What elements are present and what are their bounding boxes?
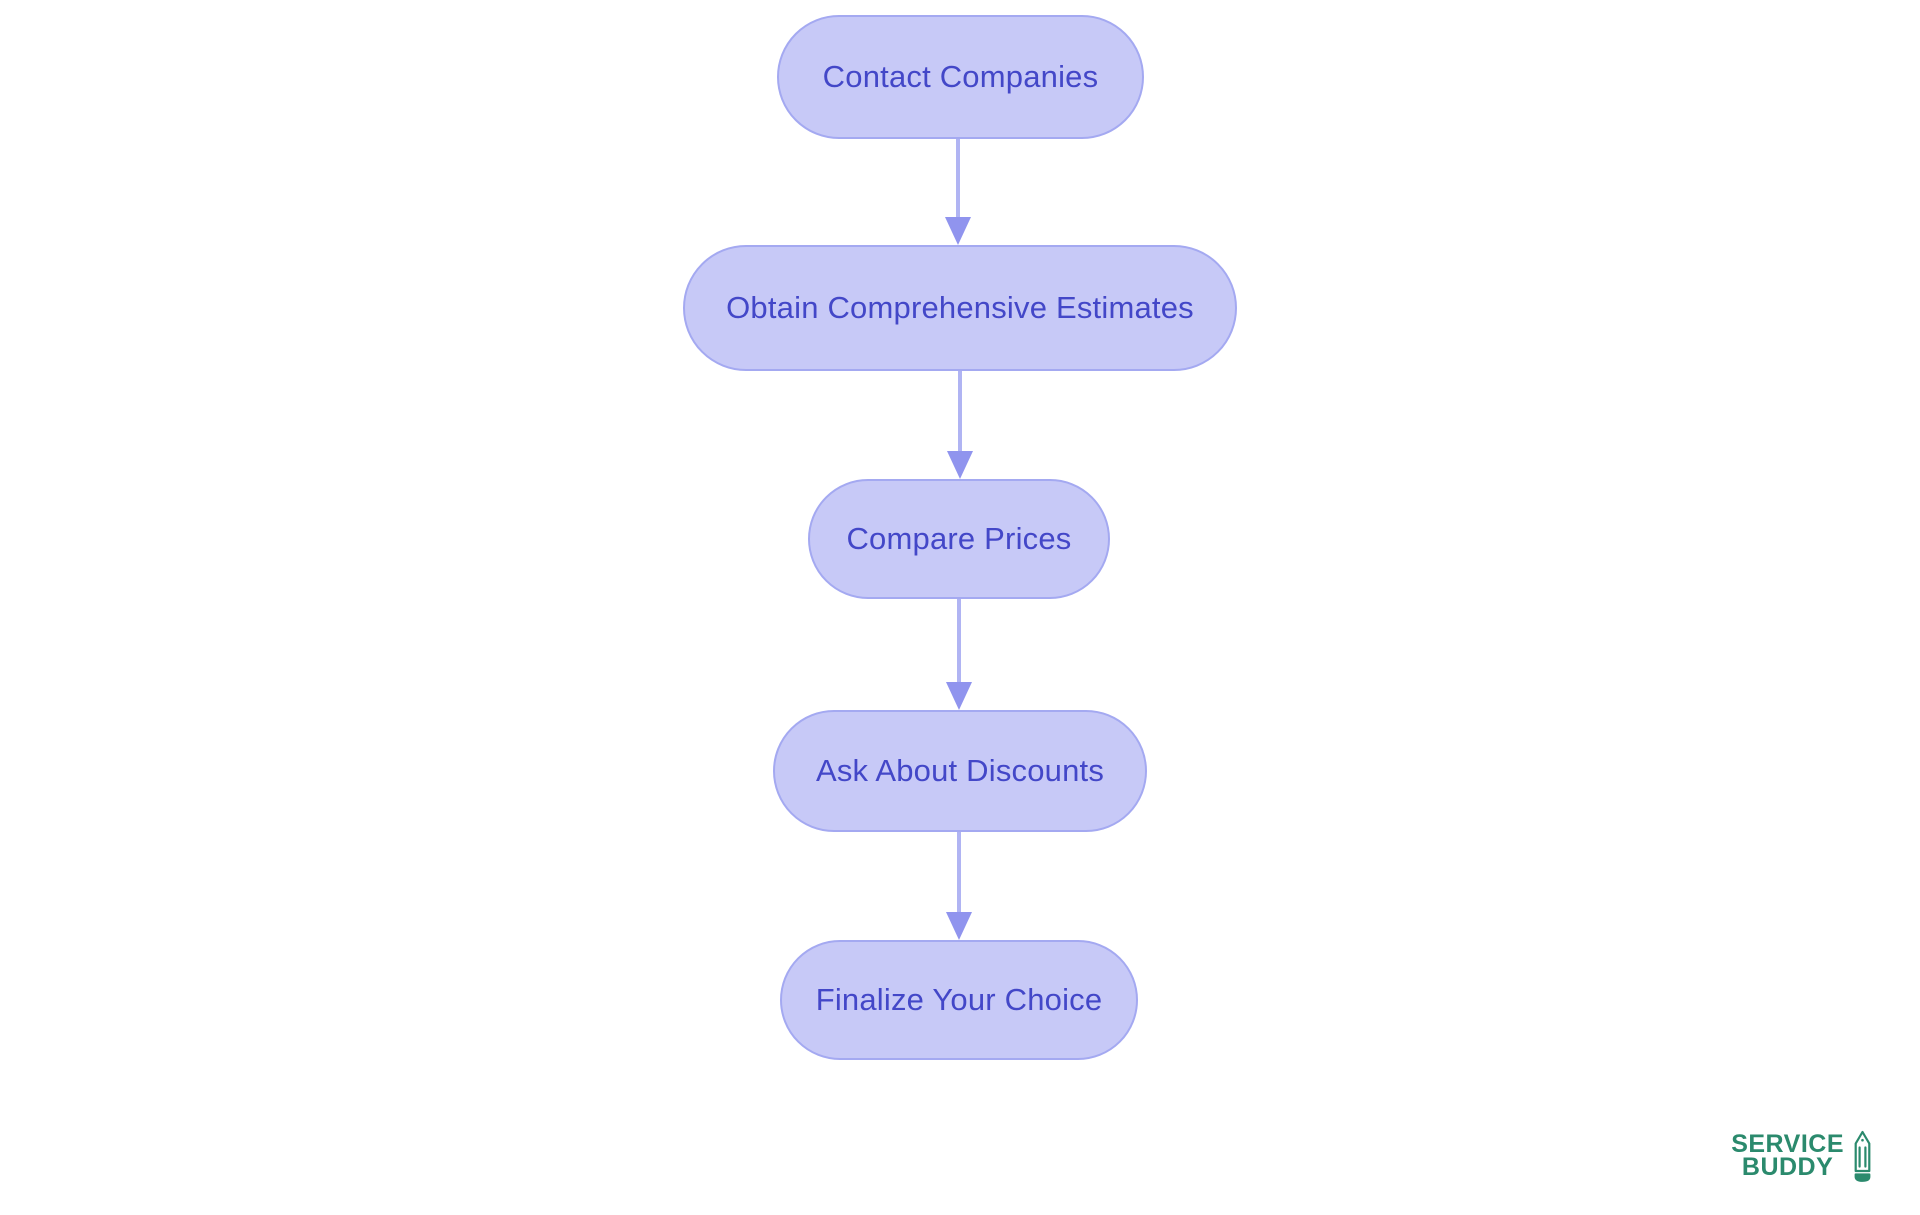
flow-node-finalize-your-choice: Finalize Your Choice (780, 940, 1138, 1060)
arrow-down-icon (946, 682, 972, 710)
flow-node-label: Finalize Your Choice (815, 982, 1103, 1017)
flow-arrow-2 (947, 371, 973, 479)
flow-arrow-3 (946, 599, 972, 710)
service-buddy-logo: SERVICE BUDDY (1731, 1130, 1872, 1182)
flow-node-label: Ask About Discounts (815, 753, 1105, 788)
arrow-down-icon (946, 912, 972, 940)
flow-node-obtain-comprehensive-estimates: Obtain Comprehensive Estimates (683, 245, 1237, 371)
flow-arrow-4 (946, 832, 972, 940)
flow-node-compare-prices: Compare Prices (808, 479, 1110, 599)
logo-line-buddy: BUDDY (1741, 1153, 1834, 1181)
flow-node-label: Compare Prices (846, 521, 1072, 556)
logo-wordmark: SERVICE BUDDY (1731, 1130, 1844, 1181)
pencil-icon (1854, 1130, 1871, 1182)
arrow-line (958, 371, 962, 451)
arrow-line (957, 599, 961, 682)
flow-node-contact-companies: Contact Companies (777, 15, 1144, 139)
arrow-line (956, 139, 960, 217)
arrow-line (957, 832, 961, 912)
flow-arrow-1 (945, 139, 971, 245)
flow-node-ask-about-discounts: Ask About Discounts (773, 710, 1147, 832)
arrow-down-icon (945, 217, 971, 245)
flow-node-label: Obtain Comprehensive Estimates (726, 290, 1194, 325)
logo-line-service: SERVICE (1731, 1130, 1844, 1158)
flow-node-label: Contact Companies (822, 59, 1099, 94)
arrow-down-icon (947, 451, 973, 479)
